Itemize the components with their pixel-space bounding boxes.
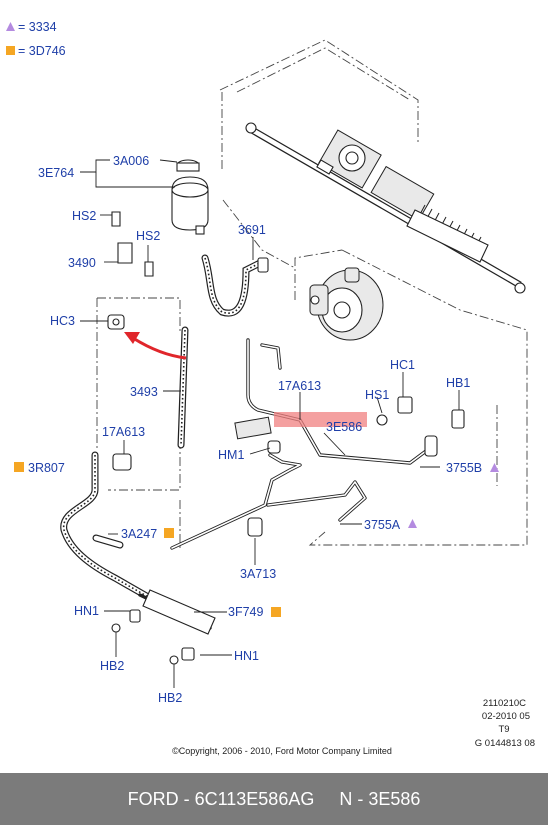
copyright-text: ©Copyright, 2006 - 2010, Ford Motor Comp… bbox=[172, 746, 392, 756]
label-3E586: 3E586 bbox=[326, 420, 362, 434]
assembly-outlines bbox=[96, 39, 528, 548]
pressure-pipe-3E586 bbox=[234, 338, 465, 465]
reservoir bbox=[171, 159, 209, 235]
hose-3R807 bbox=[60, 451, 154, 602]
label-HB1: HB1 bbox=[446, 376, 470, 390]
legend: = 3334 = 3D746 bbox=[6, 20, 66, 58]
triangle-marker-icon bbox=[6, 22, 15, 31]
square-marker-icon bbox=[6, 46, 15, 55]
hose-3691 bbox=[201, 254, 269, 317]
label-3A247: 3A247 bbox=[121, 527, 157, 541]
red-arrow-icon bbox=[132, 336, 187, 360]
legend-triangle-text: = 3334 bbox=[18, 20, 57, 34]
square-marker-3A247-icon bbox=[164, 528, 174, 538]
label-3755A: 3755A bbox=[364, 518, 401, 532]
legend-square-text: = 3D746 bbox=[18, 44, 66, 58]
square-marker-3R807-icon bbox=[14, 462, 24, 472]
label-3691: 3691 bbox=[238, 223, 266, 237]
label-3E764: 3E764 bbox=[38, 166, 74, 180]
clip-17A613 bbox=[112, 453, 132, 471]
pump bbox=[309, 267, 384, 341]
label-3755B: 3755B bbox=[446, 461, 482, 475]
red-arrowhead-icon bbox=[124, 332, 140, 344]
clip-parts-left bbox=[100, 211, 154, 277]
label-3R807: 3R807 bbox=[28, 461, 65, 475]
reference-block: 2110210C 02-2010 05 T9 G 0144813 08 bbox=[475, 698, 535, 749]
highlight-bar bbox=[274, 412, 367, 427]
return-pipe bbox=[170, 453, 367, 550]
label-HB2-left: HB2 bbox=[100, 659, 124, 673]
footer-bar: FORD - 6C113E586AG N - 3E586 bbox=[0, 773, 548, 825]
label-HS1: HS1 bbox=[365, 388, 389, 402]
leader-lines bbox=[80, 159, 460, 688]
square-marker-3F749-icon bbox=[271, 607, 281, 617]
steering-rack bbox=[245, 122, 526, 294]
label-17A613-left: 17A613 bbox=[102, 425, 145, 439]
label-HC3: HC3 bbox=[50, 314, 75, 328]
label-17A613-right: 17A613 bbox=[278, 379, 321, 393]
tube-3493 bbox=[177, 326, 189, 449]
label-HN1-left: HN1 bbox=[74, 604, 99, 618]
label-3490: 3490 bbox=[68, 256, 96, 270]
label-HB2-right: HB2 bbox=[158, 691, 182, 705]
label-HN1-right: HN1 bbox=[234, 649, 259, 663]
footer-part-number: FORD - 6C113E586AG N - 3E586 bbox=[127, 788, 421, 809]
part-labels: 3E764 3A006 HS2 HS2 3490 3691 HC3 3493 1… bbox=[14, 154, 499, 705]
label-HS2-upper: HS2 bbox=[72, 209, 96, 223]
label-3F749: 3F749 bbox=[228, 605, 263, 619]
reference-line-2: 02-2010 05 bbox=[482, 711, 530, 722]
label-3A006: 3A006 bbox=[113, 154, 149, 168]
reference-line-1: 2110210C bbox=[483, 698, 526, 709]
reference-line-3: T9 bbox=[498, 724, 509, 735]
reference-line-4: G 0144813 08 bbox=[475, 738, 535, 749]
triangle-marker-3755B-icon bbox=[490, 463, 499, 472]
hc3-clip bbox=[107, 314, 125, 330]
label-HM1: HM1 bbox=[218, 448, 244, 462]
triangle-marker-3755A-icon bbox=[408, 519, 417, 528]
label-HS2-lower: HS2 bbox=[136, 229, 160, 243]
cooler-3F749 bbox=[111, 589, 216, 665]
label-3A713: 3A713 bbox=[240, 567, 276, 581]
label-3493: 3493 bbox=[130, 385, 158, 399]
label-HC1: HC1 bbox=[390, 358, 415, 372]
